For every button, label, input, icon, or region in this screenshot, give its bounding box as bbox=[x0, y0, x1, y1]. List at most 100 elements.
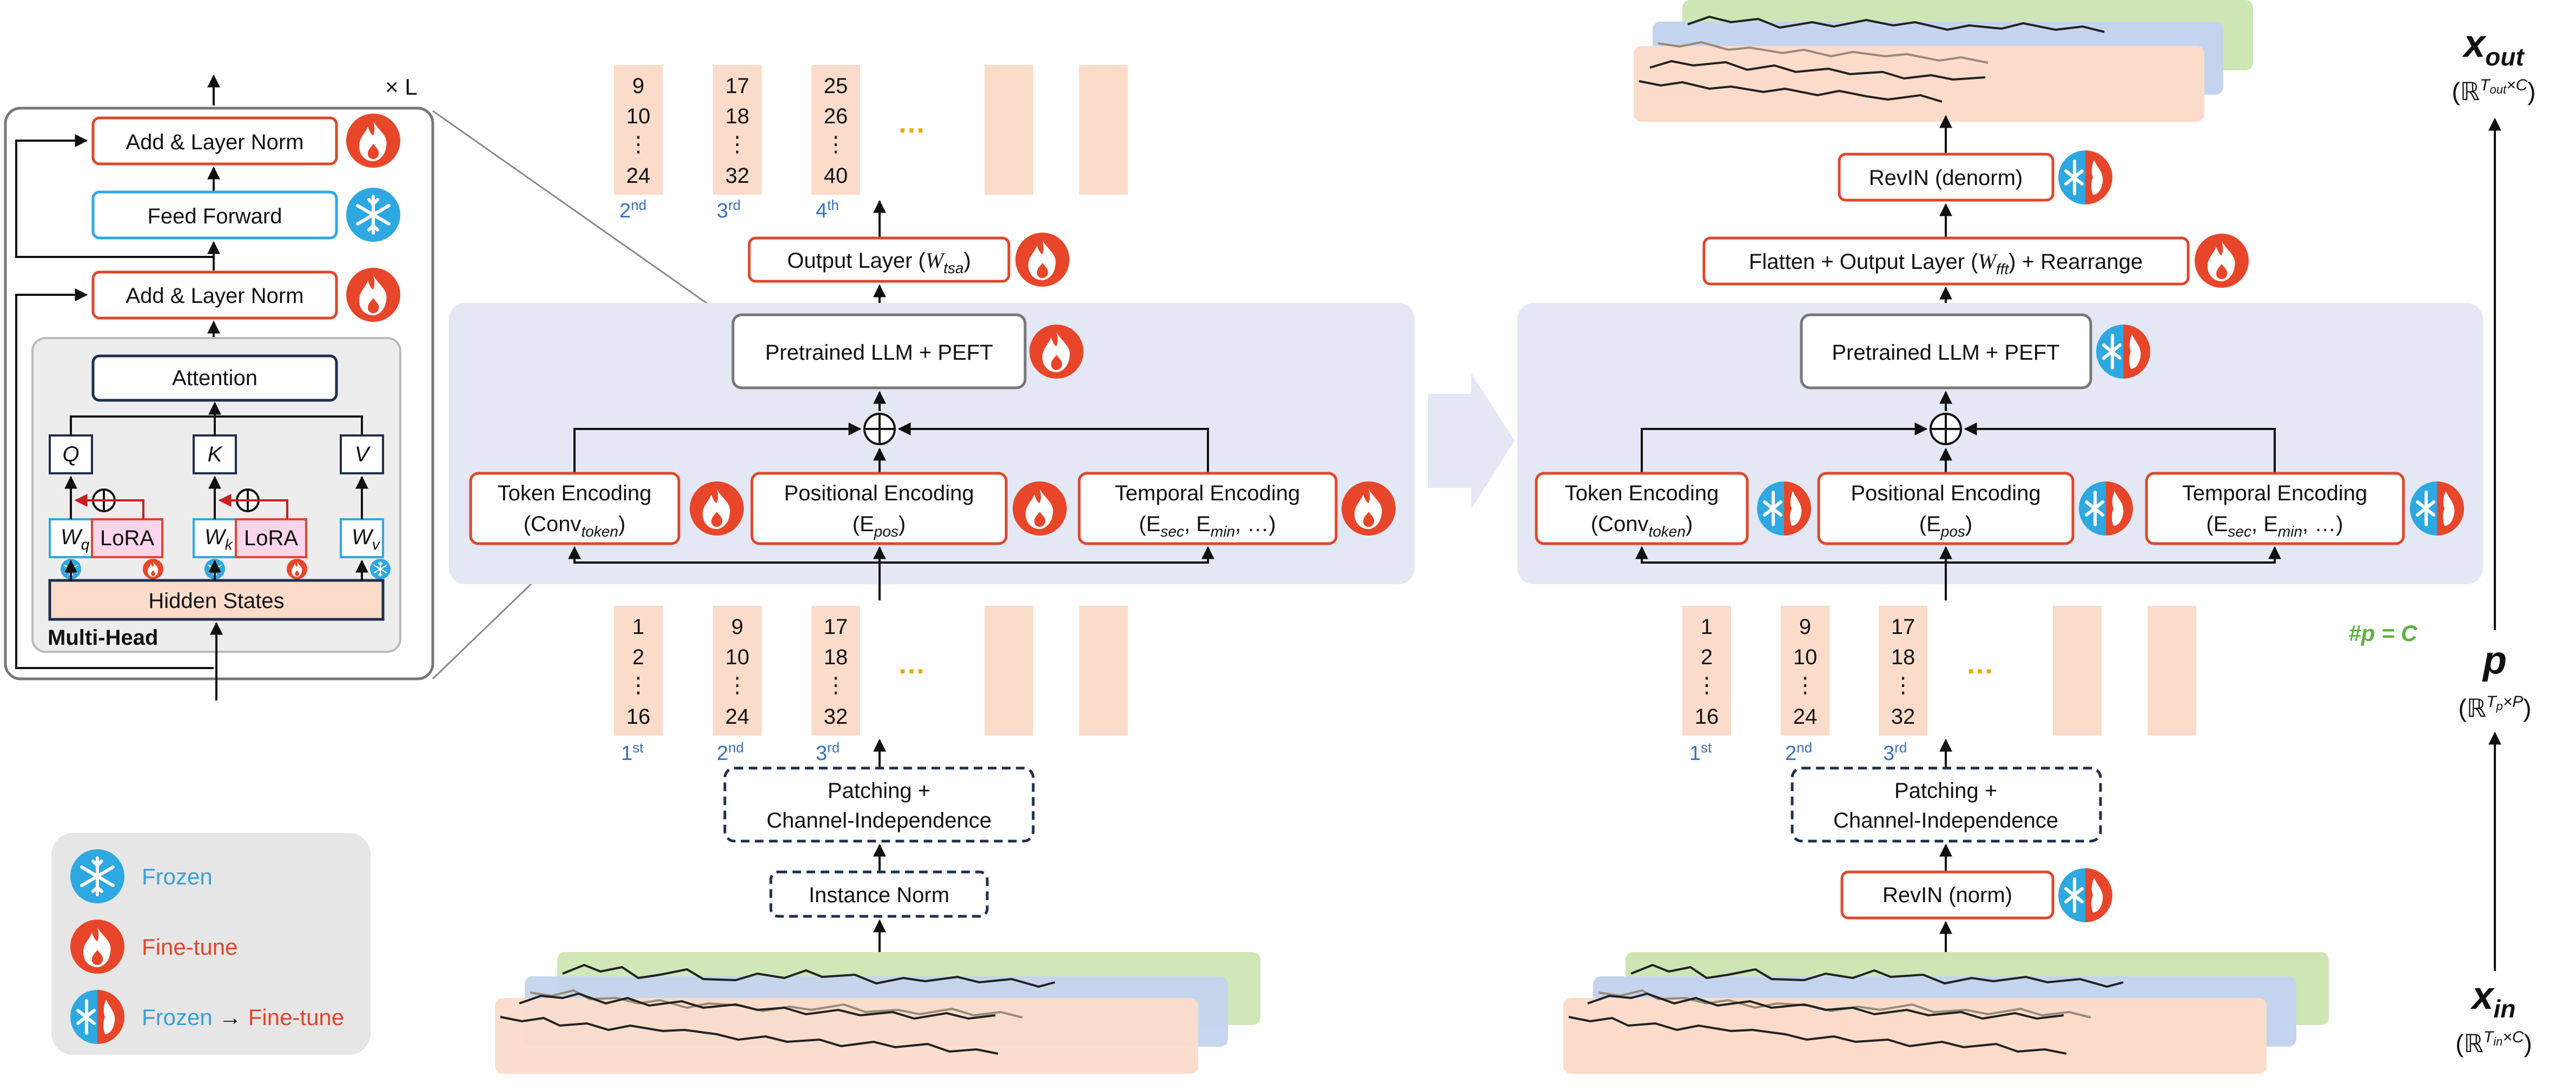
token-encoding-box-right bbox=[1535, 472, 1749, 545]
output-patch-3: 25 26 ⋮ 40 4th bbox=[811, 65, 860, 222]
svg-text:18: 18 bbox=[824, 645, 848, 669]
frozen-to-finetune-icon bbox=[1757, 481, 1811, 536]
feed-forward-box bbox=[91, 190, 338, 240]
svg-text:17: 17 bbox=[824, 615, 848, 639]
right-pipeline: RevIN (denorm) Flatten + Output Layer (W… bbox=[1517, 0, 2483, 1074]
svg-text:9: 9 bbox=[1799, 615, 1811, 639]
flame-icon bbox=[346, 268, 400, 322]
svg-text:9: 9 bbox=[632, 74, 644, 98]
multi-head-label: Multi-Head bbox=[48, 626, 158, 650]
input-patch-3: 17 18 ⋮ 32 3rd bbox=[811, 606, 860, 765]
svg-text:1: 1 bbox=[632, 615, 644, 639]
svg-text:10: 10 bbox=[1793, 645, 1818, 669]
temporal-encoding-box-right bbox=[2145, 472, 2405, 545]
k-box bbox=[193, 434, 237, 474]
svg-text:16: 16 bbox=[626, 705, 651, 729]
p-count-note: #p = C bbox=[2348, 620, 2418, 646]
svg-text:32: 32 bbox=[725, 164, 750, 188]
flame-icon bbox=[690, 481, 744, 536]
snowflake-icon bbox=[346, 188, 400, 242]
svg-text:Patching +: Patching + bbox=[1894, 779, 1997, 803]
attention-box bbox=[91, 354, 338, 402]
svg-text:17: 17 bbox=[1891, 615, 1916, 639]
svg-text:25: 25 bbox=[824, 74, 848, 98]
svg-text:2: 2 bbox=[1701, 645, 1713, 669]
p-label: p bbox=[2482, 639, 2507, 682]
legend-panel bbox=[51, 833, 371, 1055]
p-dim: (ℝTp×P) bbox=[2458, 693, 2531, 722]
svg-text:RevIN (denorm): RevIN (denorm) bbox=[1869, 166, 2023, 190]
add-norm-bottom-label: Add & Layer Norm bbox=[126, 284, 303, 308]
k-label: K bbox=[208, 442, 223, 466]
v-label: V bbox=[355, 442, 371, 466]
lora-label-2: LoRA bbox=[244, 526, 298, 550]
svg-text:24: 24 bbox=[626, 164, 651, 188]
attention-label: Attention bbox=[172, 366, 257, 390]
repeat-label: × L bbox=[385, 74, 418, 100]
input-patch-1: 1 2 ⋮ 16 1st bbox=[614, 606, 663, 765]
legend: Frozen Fine-tune Frozen→Fine-tune bbox=[51, 833, 371, 1055]
svg-text:⋮: ⋮ bbox=[1892, 673, 1914, 697]
svg-text:Channel-Independence: Channel-Independence bbox=[767, 809, 992, 832]
input-patch-empty bbox=[2148, 606, 2196, 736]
left-pipeline: 9 10 ⋮ 24 2nd 17 18 ⋮ 32 3rd 25 26 ⋮ 40 … bbox=[449, 65, 1415, 1074]
flame-icon bbox=[1013, 481, 1067, 536]
legend-frozen: Frozen bbox=[142, 864, 213, 889]
patching-box bbox=[723, 766, 1035, 843]
input-patch-right-2: 9 10 ⋮ 24 2nd bbox=[1781, 606, 1829, 765]
svg-text:10: 10 bbox=[626, 104, 651, 128]
svg-text:16: 16 bbox=[1695, 705, 1719, 729]
svg-text:RevIN (norm): RevIN (norm) bbox=[1883, 883, 2012, 907]
positional-encoding-box bbox=[750, 472, 1008, 545]
output-series bbox=[1634, 0, 2253, 122]
svg-text:(Convtoken): (Convtoken) bbox=[1591, 512, 1693, 540]
svg-text:2nd: 2nd bbox=[1785, 739, 1812, 765]
svg-text:18: 18 bbox=[725, 104, 750, 128]
output-patch-empty bbox=[985, 65, 1033, 195]
output-layer-label: Output Layer (Wtsa) bbox=[787, 248, 971, 276]
input-patch-2: 9 10 ⋮ 24 2nd bbox=[713, 606, 762, 765]
svg-text:⋮: ⋮ bbox=[1696, 673, 1718, 697]
svg-text:2nd: 2nd bbox=[619, 197, 646, 222]
svg-text:⋮: ⋮ bbox=[825, 673, 847, 697]
input-ellipsis: … bbox=[897, 649, 926, 680]
svg-text:(Epos): (Epos) bbox=[1919, 512, 1972, 540]
svg-text:4th: 4th bbox=[816, 197, 839, 222]
svg-text:40: 40 bbox=[824, 164, 848, 188]
svg-text:10: 10 bbox=[725, 645, 750, 669]
svg-text:Instance Norm: Instance Norm bbox=[809, 883, 949, 907]
svg-text:Flatten + Output Layer (Wfft): Flatten + Output Layer (Wfft) + Rearrang… bbox=[1749, 249, 2143, 277]
svg-text:1: 1 bbox=[1701, 615, 1713, 639]
svg-text:17: 17 bbox=[725, 74, 750, 98]
svg-text:Channel-Independence: Channel-Independence bbox=[1833, 809, 2058, 832]
svg-text:Token Encoding: Token Encoding bbox=[1565, 481, 1719, 505]
svg-text:Positional Encoding: Positional Encoding bbox=[1851, 481, 2040, 505]
input-patch-empty bbox=[1079, 606, 1128, 736]
svg-text:(Esec, Emin, …): (Esec, Emin, …) bbox=[2206, 512, 2343, 540]
transition-arrow bbox=[1428, 373, 1515, 508]
lora-box-1 bbox=[91, 518, 163, 558]
q-label: Q bbox=[62, 442, 79, 466]
input-patch-empty bbox=[2053, 606, 2102, 736]
x-out-label: xout bbox=[2461, 22, 2525, 71]
svg-text:1st: 1st bbox=[1689, 739, 1712, 765]
frozen-to-finetune-icon bbox=[2058, 868, 2112, 922]
svg-text:3rd: 3rd bbox=[816, 739, 840, 765]
snowflake-icon bbox=[70, 849, 124, 903]
svg-text:3rd: 3rd bbox=[717, 197, 741, 222]
input-patches-right: 1 2 ⋮ 16 1st 9 10 ⋮ 24 2nd 17 18 ⋮ 32 3r… bbox=[1682, 606, 2196, 765]
frozen-to-finetune-icon bbox=[2096, 325, 2150, 379]
hidden-states-box bbox=[48, 579, 385, 621]
flame-icon bbox=[1015, 233, 1069, 287]
add-norm-top-label: Add & Layer Norm bbox=[126, 130, 303, 154]
output-patch-1: 9 10 ⋮ 24 2nd bbox=[614, 65, 663, 222]
llm-box bbox=[731, 313, 1027, 389]
svg-text:Positional Encoding: Positional Encoding bbox=[784, 481, 974, 505]
svg-text:32: 32 bbox=[824, 705, 848, 729]
input-patches: 1 2 ⋮ 16 1st 9 10 ⋮ 24 2nd 17 18 ⋮ 32 3r… bbox=[614, 606, 1128, 765]
flame-icon bbox=[143, 559, 163, 579]
hidden-states-label: Hidden States bbox=[148, 589, 284, 613]
svg-text:⋮: ⋮ bbox=[825, 133, 847, 156]
temporal-encoding-box bbox=[1078, 472, 1338, 545]
